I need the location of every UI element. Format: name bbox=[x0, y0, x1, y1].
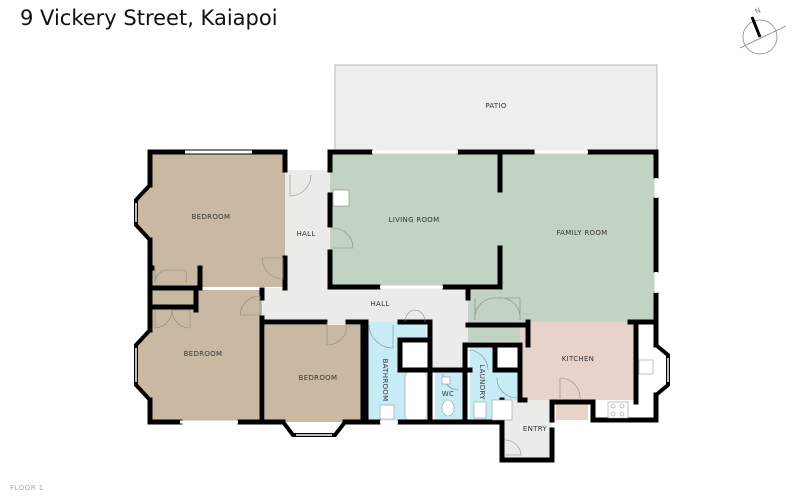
label-bedroom-1: BEDROOM bbox=[192, 213, 231, 221]
label-wc: WC bbox=[442, 390, 454, 398]
label-laundry: LAUNDRY bbox=[478, 364, 486, 400]
bedroom-1 bbox=[136, 152, 285, 287]
living-room bbox=[330, 152, 500, 286]
label-living-room: LIVING ROOM bbox=[389, 216, 440, 224]
north-compass-icon: N bbox=[739, 6, 787, 55]
page-title: 9 Vickery Street, Kaiapoi bbox=[20, 6, 278, 30]
patio bbox=[334, 64, 658, 154]
label-bedroom-3: BEDROOM bbox=[299, 374, 338, 382]
fixtures bbox=[379, 359, 654, 421]
floor-label: FLOOR 1 bbox=[10, 484, 44, 492]
label-family-room: FAMILY ROOM bbox=[557, 229, 608, 237]
fireplace-icon bbox=[332, 189, 350, 207]
door-swings bbox=[154, 174, 581, 456]
label-bedroom-2: BEDROOM bbox=[184, 350, 223, 358]
label-hall-2: HALL bbox=[370, 300, 389, 308]
bedroom-2 bbox=[136, 290, 262, 422]
bedroom-3 bbox=[265, 325, 363, 422]
label-patio: PATIO bbox=[485, 102, 507, 110]
svg-text:N: N bbox=[754, 6, 762, 15]
label-entry: ENTRY bbox=[523, 425, 548, 433]
kitchen bbox=[520, 322, 636, 400]
label-kitchen: KITCHEN bbox=[562, 355, 594, 363]
label-bathroom: BATHROOM bbox=[381, 359, 389, 402]
label-hall-1: HALL bbox=[296, 230, 315, 238]
